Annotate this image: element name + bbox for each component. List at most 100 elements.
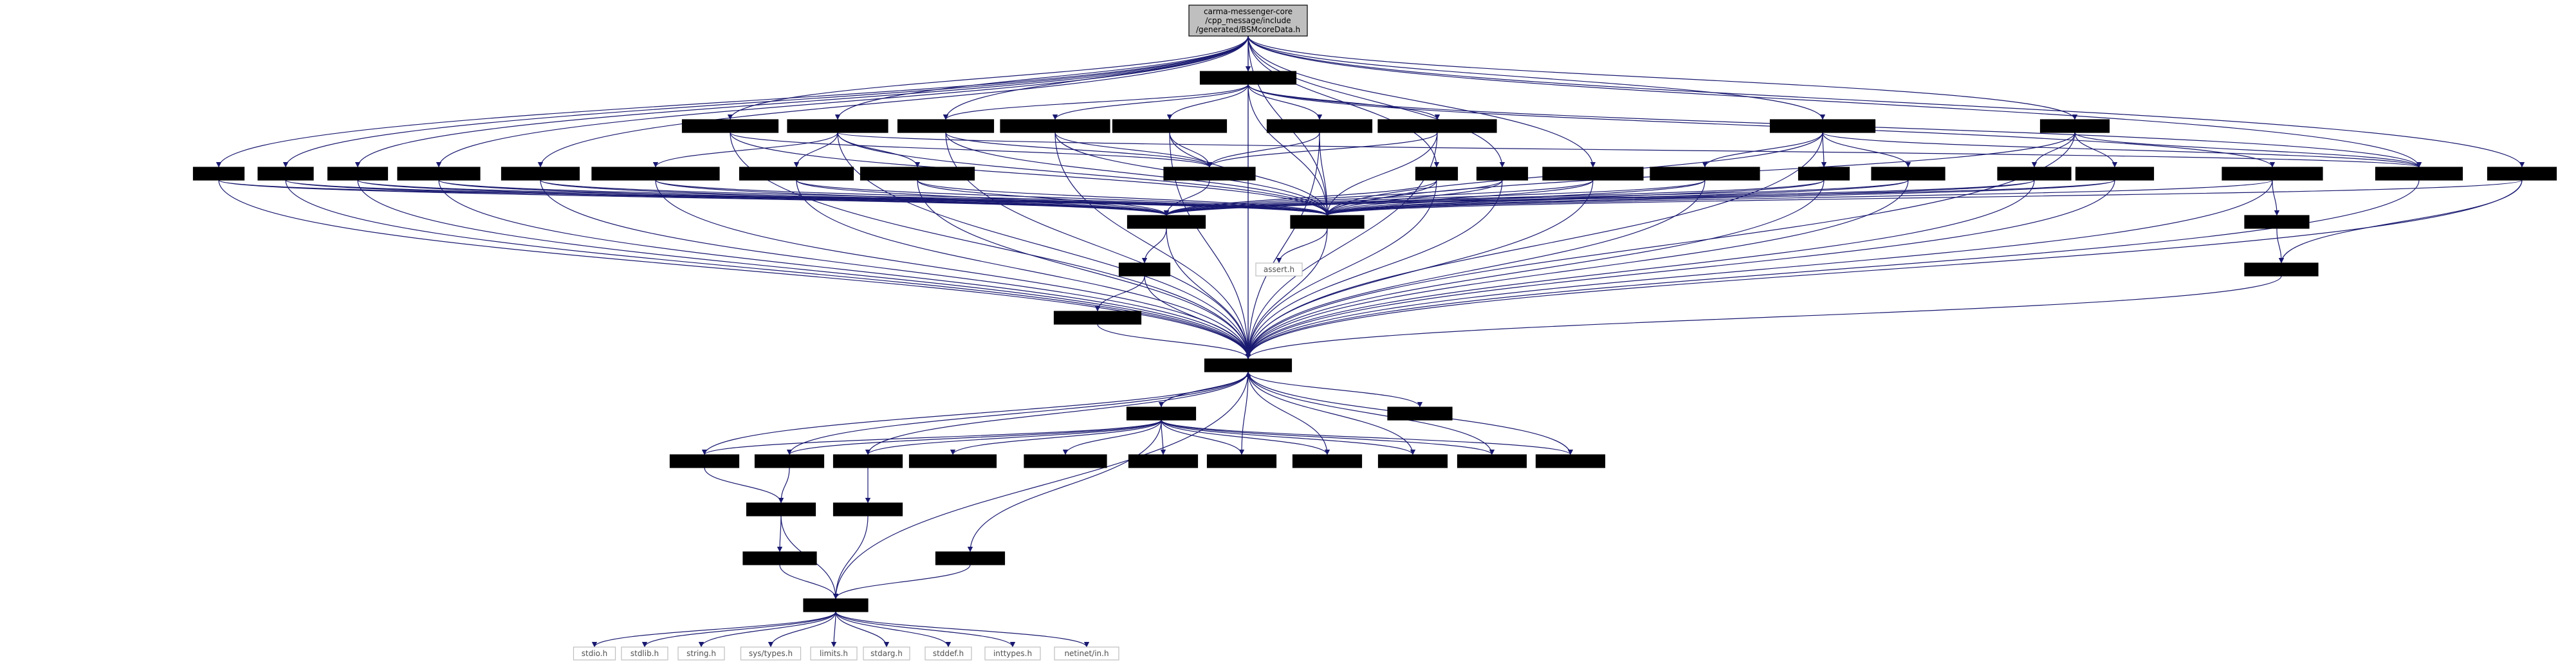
node-box xyxy=(327,167,389,181)
node-heading[interactable]: Heading.h xyxy=(1476,167,1529,181)
node-yawrate[interactable]: YawRate.h xyxy=(1798,167,1850,181)
edge-vehiclelength-to-asn-internal xyxy=(1325,179,2115,216)
node-semimajoraxisorientation[interactable]: SemiMajorAxisOrientation.h xyxy=(591,167,720,181)
edge-asn-bit-data-to-asn-system xyxy=(779,564,839,599)
edge-heading-to-asn-internal xyxy=(1324,179,1503,216)
node-positionalaccuracy[interactable]: PositionalAccuracy.h xyxy=(787,119,888,133)
node-auxiliarybrakestatus[interactable]: AuxiliaryBrakeStatus.h xyxy=(1000,119,1110,133)
node-ber-tlv-tag[interactable]: ber_tlv_tag.h xyxy=(1128,454,1199,468)
node-box xyxy=(669,454,740,468)
node-antilockbrakestatus[interactable]: AntiLockBrakeStatus.h xyxy=(1266,119,1373,133)
edge-accelerationset4way-to-verticalacceleration xyxy=(1702,132,1823,168)
node-stabilitycontrolstatus[interactable]: StabilityControlStatus.h xyxy=(1377,119,1497,133)
node-label: /generated/BSMcoreData.h xyxy=(1196,25,1300,34)
node-longitude[interactable]: Longitude.h xyxy=(327,167,389,181)
node-acceleration[interactable]: Acceleration.h xyxy=(1871,167,1946,181)
node-vehiclesize[interactable]: VehicleSize.h xyxy=(2039,119,2110,133)
edge-asn-system-to-string xyxy=(698,611,836,648)
node-ber-tlv-length[interactable]: ber_tlv_length.h xyxy=(1024,454,1107,468)
edge-temporaryid-to-asn-internal xyxy=(1325,179,2523,216)
node-box xyxy=(1163,167,1256,181)
node-asn-codecs[interactable]: asn_codecs.h xyxy=(1387,407,1453,421)
node-label: TransmissionState.h xyxy=(691,122,769,131)
edge-root-to-constr-sequence xyxy=(1247,35,2422,168)
edge-integer-to-asn-codecs-prim xyxy=(1094,275,1145,312)
node-box xyxy=(192,167,245,181)
node-semiminoraxisaccuracy[interactable]: SemiMinorAxisAccuracy.h xyxy=(860,167,975,181)
edge-constr-type-to-ber-tlv-tag xyxy=(1160,419,1166,455)
node-semimajoraxisaccuracy[interactable]: SemiMajorAxisAccuracy.h xyxy=(739,167,854,181)
edge-constr-type-to-asn-application xyxy=(1161,371,1251,408)
node-nativeenumerated[interactable]: NativeEnumerated.h xyxy=(1163,167,1256,181)
node-dsrc-elevation[interactable]: DSRC_Elevation.h xyxy=(397,167,481,181)
node-constr-type[interactable]: constr_TYPE.h xyxy=(1126,407,1197,421)
node-ber-decoder[interactable]: ber_decoder.h xyxy=(1206,454,1277,468)
node-oer-decoder[interactable]: oer_decoder.h xyxy=(833,454,903,468)
node-xer-encoder[interactable]: xer_encoder.h xyxy=(1457,454,1527,468)
node-der-encoder[interactable]: der_encoder.h xyxy=(1292,454,1363,468)
node-transmissionstate[interactable]: TransmissionState.h xyxy=(681,119,779,133)
node-nativeinteger[interactable]: NativeInteger.h xyxy=(1127,215,1206,229)
node-asn-codecs-prim[interactable]: asn_codecs_prim.h xyxy=(1053,311,1142,325)
edge-semimajoraxisaccuracy-to-asn-application xyxy=(796,179,1251,360)
node-latitude[interactable]: Latitude.h xyxy=(257,167,314,181)
node-asn-random-fill[interactable]: asn_random_fill.h xyxy=(908,454,997,468)
node-box xyxy=(1476,167,1529,181)
node-box xyxy=(1377,119,1497,133)
edge-accelerationset4way-to-asn-application xyxy=(1245,132,1823,360)
node-octet-string[interactable]: OCTET_STRING.h xyxy=(2244,262,2319,277)
node-asn-application[interactable]: asn_application.h xyxy=(1204,358,1293,372)
node-box xyxy=(591,167,720,181)
node-label: Heading.h xyxy=(1482,169,1522,178)
node-dsrc-msgcount[interactable]: DSRC_MsgCount.h xyxy=(501,167,580,181)
node-label: StabilityControlStatus.h xyxy=(1392,122,1483,131)
node-label: OCTET_STRING.h xyxy=(2249,265,2315,274)
node-steeringwheelangle[interactable]: SteeringWheelAngle.h xyxy=(1542,167,1644,181)
edge-per-support-to-asn-bit-data xyxy=(777,515,783,553)
node-label: ber_tlv_tag.h xyxy=(1138,457,1188,466)
edge-root-to-latitude xyxy=(282,35,1249,168)
node-verticalacceleration[interactable]: VerticalAcceleration.h xyxy=(1650,167,1760,181)
node-label: SemiMinorAxisAccuracy.h xyxy=(869,169,967,178)
node-tractioncontrolstatus[interactable]: TractionControlStatus.h xyxy=(1112,119,1228,133)
node-oer-support[interactable]: oer_support.h xyxy=(833,502,903,516)
node-per-decoder[interactable]: per_decoder.h xyxy=(754,454,825,468)
node-label: PositionalAccuracy.h xyxy=(798,122,877,131)
node-constraints[interactable]: constraints.h xyxy=(935,551,1006,565)
node-box xyxy=(803,598,869,612)
node-label: asn_codecs.h xyxy=(1394,409,1446,418)
node-xer-decoder[interactable]: xer_decoder.h xyxy=(1377,454,1448,468)
edge-root-to-temporaryid xyxy=(1247,35,2525,168)
node-stdlib: stdlib.h xyxy=(621,646,668,661)
node-label: VerticalAcceleration.h xyxy=(1663,169,1747,178)
node-oer-encoder[interactable]: oer_encoder.h xyxy=(1535,454,1606,468)
node-dsecond[interactable]: DSecond.h xyxy=(192,167,245,181)
node-temporaryid[interactable]: TemporaryID.h xyxy=(2487,167,2557,181)
node-asn-bit-data[interactable]: asn_bit_data.h xyxy=(742,551,817,565)
edge-brakesystemstatus-to-auxiliarybrakestatus xyxy=(1052,84,1249,120)
edge-constr-sequence-to-asn-application xyxy=(1245,179,2420,360)
node-box xyxy=(1290,215,1365,229)
node-label: YawRate.h xyxy=(1803,169,1844,178)
node-accelerationset4way[interactable]: AccelerationSet4Way.h xyxy=(1769,119,1876,133)
node-asn-system[interactable]: asn_system.h xyxy=(803,598,869,612)
node-box xyxy=(833,454,903,468)
node-vehiclewidth[interactable]: VehicleWidth.h xyxy=(1997,167,2072,181)
node-label: per_encoder.h xyxy=(677,457,731,466)
node-per-support[interactable]: per_support.h xyxy=(746,502,816,516)
node-box xyxy=(501,167,580,181)
node-vehiclelength[interactable]: VehicleLength.h xyxy=(2075,167,2155,181)
node-brakeappliedstatus[interactable]: BrakeAppliedStatus.h xyxy=(2222,167,2323,181)
node-label: asn_system.h xyxy=(809,601,862,610)
node-root: carma-messenger-core/cpp_message/include… xyxy=(1188,5,1308,37)
node-brakesystemstatus[interactable]: BrakeSystemStatus.h xyxy=(1199,71,1297,85)
node-asn-internal[interactable]: asn_internal.h xyxy=(1290,215,1365,229)
node-per-encoder[interactable]: per_encoder.h xyxy=(669,454,740,468)
node-box xyxy=(833,502,903,516)
node-integer[interactable]: INTEGER.h xyxy=(1118,262,1171,277)
node-constr-sequence[interactable]: constr_SEQUENCE.h xyxy=(2375,167,2463,181)
edge-constr-type-to-per-decoder xyxy=(786,419,1162,455)
node-speed[interactable]: Speed.h xyxy=(1415,167,1458,181)
node-brakeboostapplied[interactable]: BrakeBoostApplied.h xyxy=(897,119,995,133)
node-bit-string[interactable]: BIT_STRING.h xyxy=(2244,215,2310,229)
